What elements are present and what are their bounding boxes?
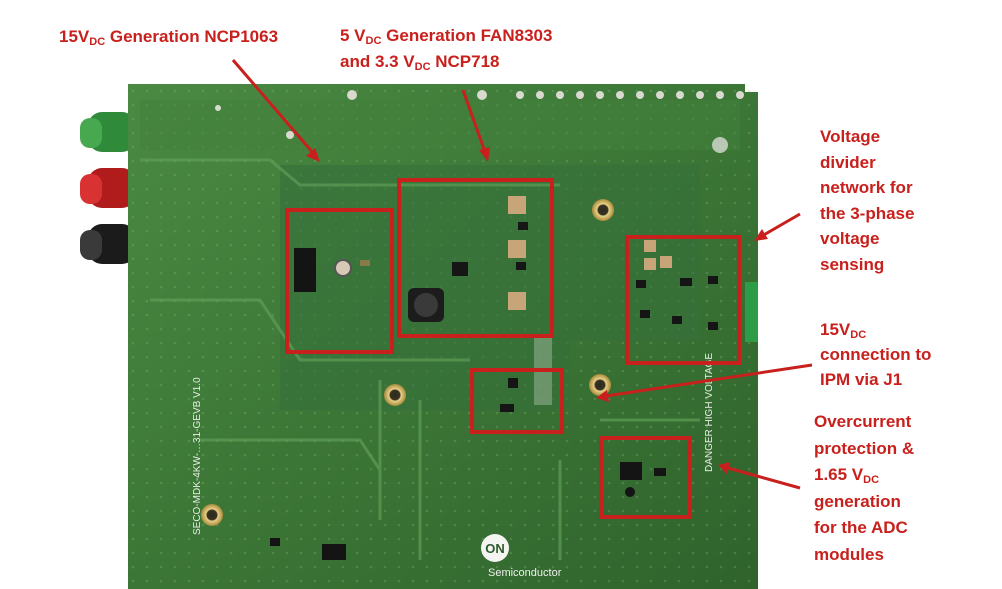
- label-ipm-connection: 15VDC connection to IPM via J1: [820, 320, 932, 389]
- mounting-hole: [589, 374, 611, 396]
- label-15v-generation: 15VDC Generation NCP1063: [59, 27, 279, 48]
- logo-caption: Semiconductor: [488, 567, 562, 579]
- label-overcurrent: Overcurrent protection & 1.65 VDC genera…: [814, 412, 915, 564]
- silkscreen-warning: DANGER HIGH VOLTAGE: [704, 353, 715, 472]
- header-pins: [215, 90, 744, 139]
- divider-components: [636, 240, 758, 342]
- label-5v-generation: 5 VDC Generation FAN8303 and 3.3 VDC NCP…: [340, 26, 553, 73]
- box-voltage-divider: [625, 235, 741, 365]
- box-15v-generation: [285, 208, 394, 354]
- mounting-hole: [384, 384, 406, 406]
- box-overcurrent: [599, 436, 691, 519]
- label-voltage-divider: Voltage divider network for the 3-phase …: [820, 127, 915, 274]
- annotation-arrows: [231, 59, 813, 490]
- fan8303-components: [408, 196, 528, 322]
- silkscreen-model: SECO-MDK-4KW-…31-GEVB V1.0: [192, 377, 203, 535]
- mounting-hole: [592, 199, 614, 221]
- banana-connectors: [80, 112, 136, 264]
- box-5v-generation: [397, 178, 554, 338]
- logo-text: ON: [485, 541, 505, 556]
- on-semiconductor-logo: ON Semiconductor: [481, 534, 562, 579]
- ncp1063-components: [294, 248, 370, 292]
- box-ipm-connection: [470, 368, 564, 434]
- overcurrent-components: [620, 462, 666, 497]
- mounting-hole: [201, 504, 223, 526]
- highlight-boxes: [285, 178, 741, 519]
